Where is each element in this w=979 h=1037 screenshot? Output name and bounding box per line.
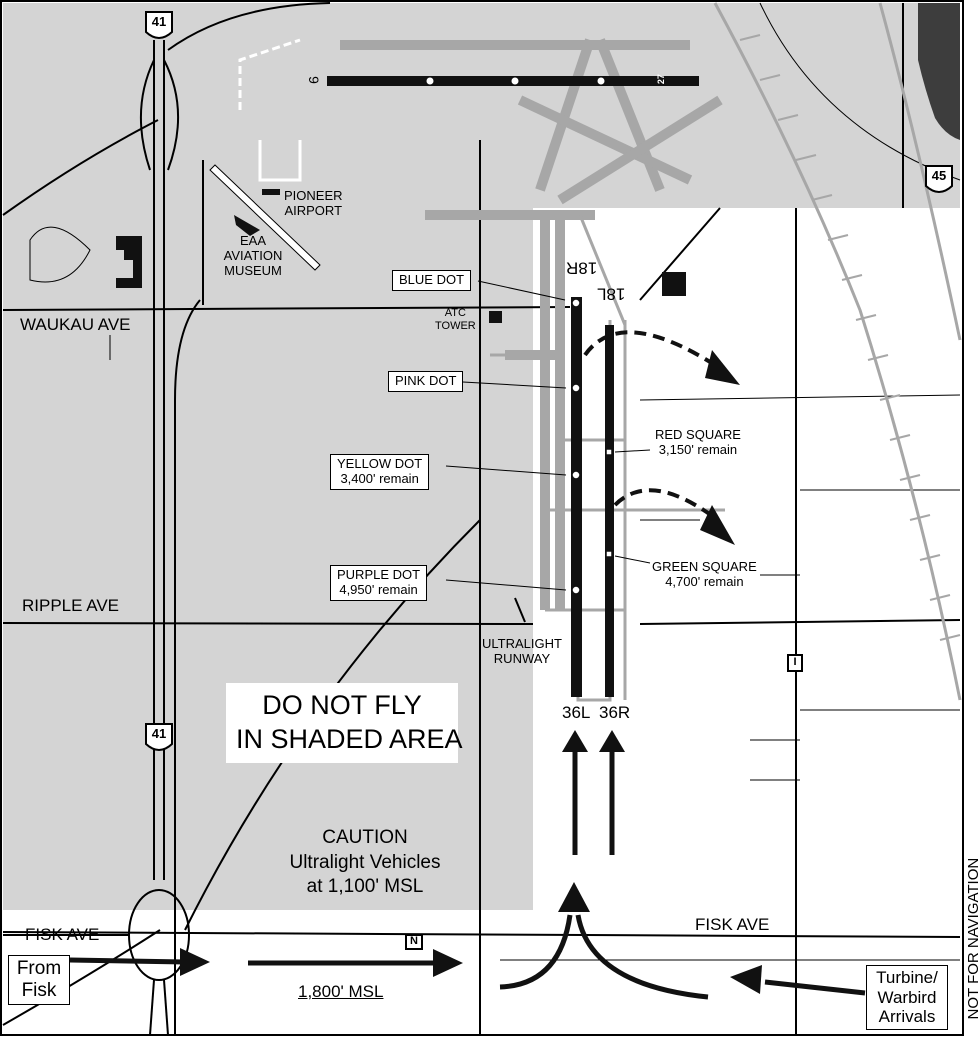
us41-shield-top: 41 <box>151 14 167 29</box>
fisk-altitude-label: 1,800' MSL <box>298 982 384 1001</box>
leader-lines <box>445 280 651 591</box>
buildings <box>116 189 686 323</box>
pink-dot <box>571 383 581 393</box>
green-square <box>605 550 613 558</box>
runway-18L-36R <box>605 325 614 697</box>
i-marker: I <box>793 656 797 668</box>
runway-markers <box>571 298 613 595</box>
taxiways <box>340 38 723 610</box>
railroad-ties <box>739 34 961 641</box>
not-for-navigation-disclaimer: NOT FOR NAVIGATION <box>965 857 979 1020</box>
pioneer-airstrip <box>209 164 321 271</box>
arrival-arrow-heads <box>180 730 762 994</box>
building-square <box>662 272 686 296</box>
runway-36R-label: 36R <box>599 703 631 722</box>
runway-lights <box>425 76 606 86</box>
purple-dot <box>571 585 581 595</box>
atc-tower-building <box>489 311 502 323</box>
shield-outlines <box>145 11 953 950</box>
arrival-arrows <box>69 745 866 1000</box>
ultralight-runway <box>514 597 526 623</box>
red-square <box>605 448 613 456</box>
railroad <box>713 2 962 701</box>
runway-36L-label: 36L <box>562 703 591 722</box>
road-label-waukau: WAUKAU AVE <box>20 315 131 334</box>
us45-shield: 45 <box>931 168 947 183</box>
us41-shield-mid: 41 <box>151 726 167 741</box>
runway-18L-label: 18L <box>597 284 626 304</box>
road-label-ripple: RIPPLE AVE <box>22 596 120 615</box>
turn-arrows <box>583 330 717 520</box>
road-label-fisk-left: FISK AVE <box>25 925 100 944</box>
runway-27-label: 27 <box>655 74 666 85</box>
eaa-museum-building <box>234 215 260 236</box>
road-label-fisk-right: FISK AVE <box>695 915 770 934</box>
yellow-dot <box>571 470 581 480</box>
runway-9-label: 9 <box>305 76 322 84</box>
n-marker: N <box>410 935 418 947</box>
runway-18R-label: 18R <box>566 258 598 278</box>
turn-arrow-heads <box>700 350 740 545</box>
blue-dot-callout: BLUE DOT <box>392 270 472 291</box>
roads <box>2 2 961 1035</box>
runway-18R-36L <box>571 297 582 697</box>
pink-dot-callout: PINK DOT <box>388 371 464 392</box>
blue-dot <box>571 298 581 308</box>
lake <box>918 3 960 140</box>
building-g <box>116 236 142 288</box>
